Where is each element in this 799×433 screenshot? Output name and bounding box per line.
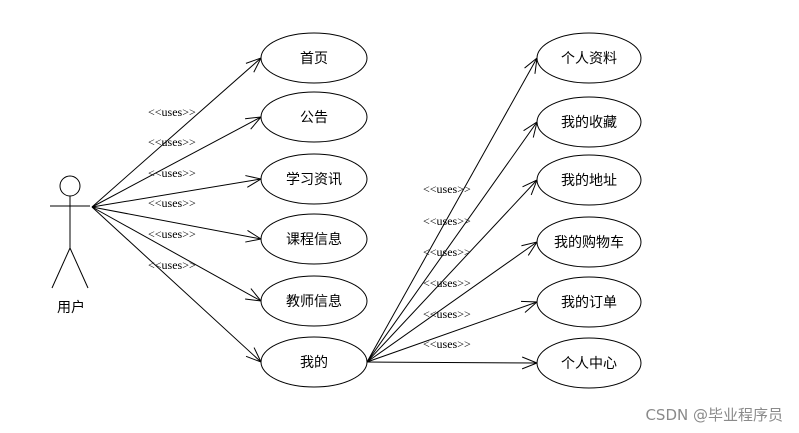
use-case-label: 个人资料 [561,51,617,67]
use-case-label: 教师信息 [286,293,342,310]
use-case-label: 个人中心 [561,356,617,372]
stereotype-label: <<uses>> [423,307,471,321]
user-connectors [91,57,263,363]
use-case-label: 首页 [300,51,328,67]
actor-label: 用户 [57,299,85,316]
stereotype-label: <<uses>> [148,105,196,119]
use-case-address[interactable]: 我的地址 [536,154,642,206]
stereotype-label: <<uses>> [423,245,471,259]
use-case-course-info[interactable]: 课程信息 [260,213,368,265]
use-case-study-news[interactable]: 学习资讯 [260,153,368,205]
use-case-label: 我的购物车 [554,234,624,251]
actor-head [59,175,81,197]
use-case-teacher-info[interactable]: 教师信息 [260,275,368,327]
use-case-orders[interactable]: 我的订单 [536,276,642,328]
stereotype-label: <<uses>> [148,196,196,210]
association-arrow [366,179,538,363]
use-case-announcement[interactable]: 公告 [260,91,368,143]
actor-left-leg [51,247,71,289]
association-arrow [91,57,263,208]
association-arrow [91,206,263,302]
stereotype-label: <<uses>> [423,337,471,351]
stereotype-label: <<uses>> [423,214,471,228]
use-case-label: 我的地址 [561,173,617,189]
stereotype-label: <<uses>> [423,276,471,290]
use-case-mine[interactable]: 我的 [260,336,368,388]
stereotype-label: <<uses>> [148,135,196,149]
watermark: CSDN @毕业程序员 [645,406,783,424]
use-case-label: 公告 [300,110,328,126]
stereotype-label: <<uses>> [148,166,196,180]
use-case-label: 课程信息 [286,231,342,248]
use-case-label: 学习资讯 [286,172,342,188]
association-arrow [366,120,538,363]
use-case-cart[interactable]: 我的购物车 [536,216,642,268]
my-connectors [366,56,539,370]
use-case-label: 我的订单 [561,295,617,311]
stereotype-label: <<uses>> [423,182,471,196]
use-case-personal-center[interactable]: 个人中心 [536,337,642,389]
use-case-profile[interactable]: 个人资料 [536,32,642,84]
use-case-label: 我的 [300,355,328,371]
use-case-favorites[interactable]: 我的收藏 [536,96,642,148]
stereotype-label: <<uses>> [148,258,196,272]
actor-user: 用户 [50,175,90,316]
use-case-home[interactable]: 首页 [260,32,368,84]
use-case-label: 我的收藏 [561,115,617,131]
stereotype-label: <<uses>> [148,227,196,241]
actor-right-leg [69,247,89,289]
association-arrow [366,356,539,370]
